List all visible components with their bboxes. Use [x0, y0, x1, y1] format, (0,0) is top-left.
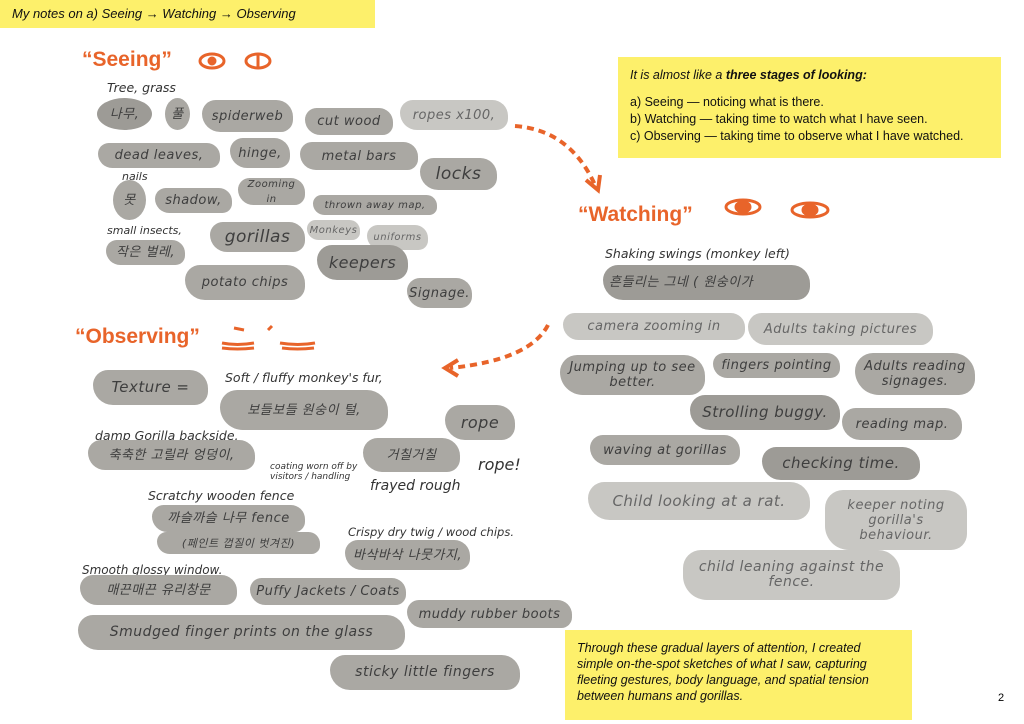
blob: keepers [317, 245, 408, 280]
stage-item: b) Watching — taking time to watch what … [630, 112, 928, 126]
blob: Jumping up to see better. [560, 355, 705, 395]
note: frayed rough [370, 478, 461, 494]
blob: ropes x100, [400, 100, 508, 130]
blob: waving at gorillas [590, 435, 740, 465]
note: Scratchy wooden fence [148, 488, 295, 503]
blob: spiderweb [202, 100, 293, 132]
blob: 까슬까슬 나무 fence [152, 505, 305, 532]
blob: Strolling buggy. [690, 395, 840, 430]
stages-intro: It is almost like a [630, 68, 726, 82]
blob: 거칠거칠 [363, 438, 460, 472]
summary-note: Through these gradual layers of attentio… [565, 630, 912, 720]
blob: cut wood [305, 108, 393, 135]
blob: Child looking at a rat. [588, 482, 810, 520]
blob: shadow, [155, 188, 232, 213]
blob: Adults reading signages. [855, 353, 975, 395]
open-eyes-icon [198, 52, 272, 70]
blob: Adults taking pictures [748, 313, 933, 345]
blob: thrown away map, [313, 195, 437, 215]
page-number: 2 [998, 692, 1005, 704]
blob: keeper noting gorilla's behaviour. [825, 490, 967, 550]
note: Tree, grass [107, 80, 176, 95]
blob: (페인트 껍질이 벗겨진) [157, 532, 320, 554]
observing-title: “Observing” [75, 325, 200, 348]
closed-eyes-icon [221, 324, 316, 351]
arrow-seeing-to-watching [514, 124, 597, 186]
blob: dead leaves, [98, 143, 220, 168]
blob: rope [445, 405, 515, 440]
stages-note: It is almost like a three stages of look… [618, 57, 1001, 158]
blob: 축축한 고릴라 엉덩이, [88, 440, 255, 470]
blob: checking time. [762, 447, 920, 480]
blob: Puffy Jackets / Coats [250, 578, 406, 605]
blob: metal bars [300, 142, 418, 170]
blob: 흔들리는 그네 ( 원숭이가 [603, 265, 810, 300]
note: damp Gorilla backside, [95, 428, 239, 443]
arrow-watching-to-observing [449, 324, 550, 370]
arrow-head [584, 174, 602, 194]
blob: Monkeys [307, 220, 360, 240]
note: Shaking swings (monkey left) [605, 246, 790, 261]
blob: child leaning against the fence. [683, 550, 900, 600]
blob: gorillas [210, 222, 305, 252]
blob: sticky little fingers [330, 655, 520, 690]
blob: locks [420, 158, 497, 190]
blob: Signage. [407, 278, 472, 308]
blob: 풀 [165, 98, 190, 130]
seeing-title: “Seeing” [82, 48, 172, 71]
wide-eyes-icon [724, 198, 830, 219]
stage-item: a) Seeing — noticing what is there. [630, 95, 824, 109]
stage-item: c) Observing — taking time to observe wh… [630, 129, 964, 143]
note: Smooth glossy window. [82, 563, 223, 577]
blob: 작은 벌레, [106, 240, 185, 265]
blob: camera zooming in [563, 313, 745, 340]
note: nails [122, 170, 148, 183]
blob: Zooming in [238, 178, 305, 205]
stages-intro-bold: three stages of looking: [725, 68, 867, 82]
blob: 보들보들 원숭이 털, [220, 390, 388, 430]
note: Soft / fluffy monkey's fur, [225, 370, 383, 385]
blob: 바삭바삭 나뭇가지, [345, 540, 470, 570]
header-title: My notes on a) Seeing → Watching → Obser… [0, 0, 375, 28]
note: rope! [478, 455, 521, 474]
note: Crispy dry twig / wood chips. [348, 525, 514, 539]
blob: 매끈매끈 유리창문 [80, 575, 237, 605]
blob: 못 [113, 180, 146, 220]
arrow-head [441, 358, 460, 378]
blob: 나무, [97, 98, 152, 130]
note: small insects, [107, 224, 182, 237]
blob: Smudged finger prints on the glass [78, 615, 405, 650]
blob: hinge, [230, 138, 290, 168]
blob: Texture = [93, 370, 208, 405]
note: coating worn off by visitors / handling [270, 462, 358, 482]
blob: potato chips [185, 265, 305, 300]
blob: reading map. [842, 408, 962, 440]
blob: fingers pointing [713, 353, 840, 378]
blob: muddy rubber boots [407, 600, 572, 628]
watching-title: “Watching” [578, 203, 693, 226]
